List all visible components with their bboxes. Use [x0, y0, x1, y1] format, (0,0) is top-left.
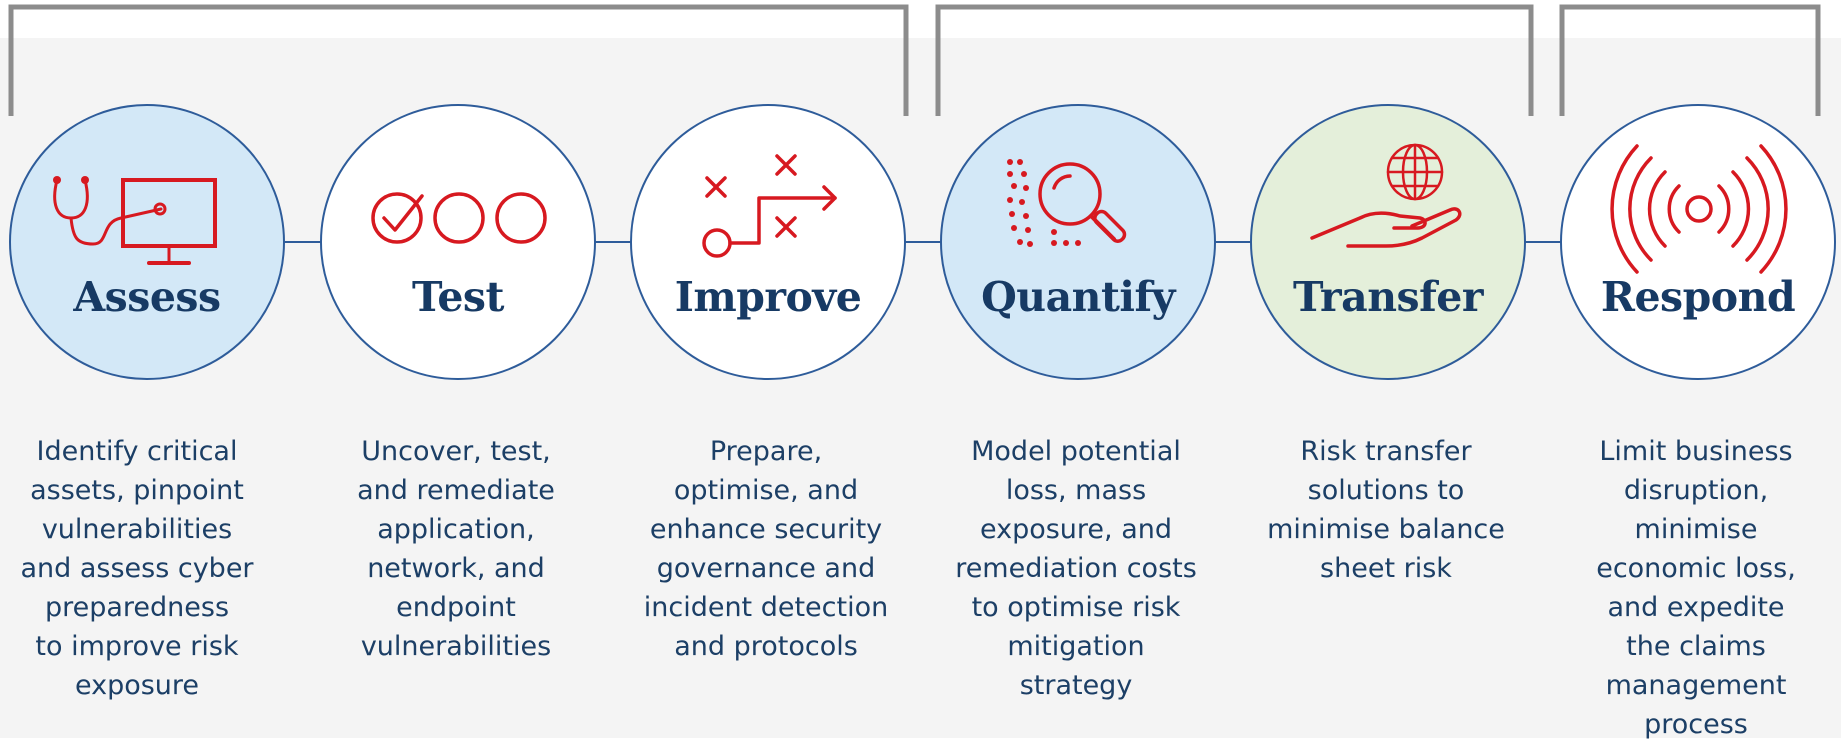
stage-improve-circle: Improve	[630, 104, 906, 380]
description-line: exposure, and	[979, 514, 1173, 545]
background-panel	[0, 38, 1841, 738]
description-line: the claims	[1626, 631, 1766, 662]
description-line: optimise, and	[673, 475, 859, 506]
description-line: governance and	[656, 553, 876, 584]
bracket-quantify-transfer	[935, 4, 1534, 116]
stage-quantify-description: Model potential loss, mass exposure, and re…	[951, 432, 1201, 705]
description-line: preparedness	[44, 592, 230, 623]
stage-improve-description: Prepare, optimise, and enhance security gov…	[641, 432, 891, 666]
description-line: and assess cyber	[20, 553, 254, 584]
description-line: sheet risk	[1320, 553, 1452, 584]
strategy-path-icon	[702, 154, 837, 258]
description-line: to improve risk	[35, 631, 239, 662]
description-line: enhance security	[649, 514, 883, 545]
broadcast-signal-icon	[1610, 144, 1788, 274]
stage-title: Quantify	[981, 273, 1175, 321]
description-line: minimise balance	[1267, 514, 1505, 545]
description-line: economic loss,	[1596, 553, 1796, 584]
stage-transfer-circle: Transfer	[1250, 104, 1526, 380]
description-line: Risk transfer	[1300, 436, 1472, 467]
group-brackets	[8, 4, 1821, 116]
stage-assess-description: Identify critical assets, pinpoint vulnera…	[12, 432, 262, 705]
description-line: remediation costs	[955, 553, 1197, 584]
description-line: minimise	[1634, 514, 1758, 545]
monitor-stethoscope-icon	[53, 176, 217, 265]
bracket-respond	[1559, 4, 1821, 116]
description-line: application,	[377, 514, 535, 545]
description-line: loss, mass	[1005, 475, 1147, 506]
description-line: management	[1605, 670, 1787, 701]
description-line: assets, pinpoint	[30, 475, 244, 506]
stage-test-circle: Test	[320, 104, 596, 380]
stage-title: Transfer	[1293, 273, 1483, 321]
stage-transfer-description: Risk transfer solutions to minimise balanc…	[1261, 432, 1511, 588]
stage-title: Improve	[674, 273, 862, 321]
description-line: Uncover, test,	[361, 436, 551, 467]
checklist-circles-icon	[371, 192, 547, 244]
description-line: and remediate	[357, 475, 555, 506]
stage-title: Test	[412, 273, 504, 321]
description-line: to optimise risk	[971, 592, 1181, 623]
stage-assess-circle: Assess	[9, 104, 285, 380]
hand-globe-icon	[1310, 143, 1462, 248]
description-line: mitigation strategy	[1007, 631, 1145, 701]
description-line: endpoint	[396, 592, 516, 623]
description-line: and protocols	[674, 631, 858, 662]
description-line: Model potential	[971, 436, 1181, 467]
description-line: Limit business	[1599, 436, 1793, 467]
bracket-assess-improve	[8, 4, 909, 116]
description-line: Prepare,	[709, 436, 823, 467]
description-line: network, and	[367, 553, 545, 584]
description-line: vulnerabilities	[360, 631, 552, 662]
description-line: vulnerabilities	[41, 514, 233, 545]
stage-test-description: Uncover, test, and remediate application, n…	[331, 432, 581, 666]
description-line: Identify critical	[36, 436, 238, 467]
stage-respond-circle: Respond	[1560, 104, 1836, 380]
description-line: exposure	[74, 670, 200, 701]
stage-title: Assess	[73, 273, 221, 321]
description-line: and expedite	[1607, 592, 1785, 623]
stage-respond-description: Limit business disruption, minimise economi…	[1571, 432, 1821, 744]
magnifier-data-icon	[1007, 159, 1127, 247]
description-line: disruption,	[1623, 475, 1769, 506]
stage-title: Respond	[1600, 273, 1796, 321]
description-line: incident detection	[643, 592, 889, 623]
description-line: process	[1644, 709, 1748, 740]
description-line: solutions to	[1307, 475, 1465, 506]
stage-quantify-circle: Quantify	[940, 104, 1216, 380]
